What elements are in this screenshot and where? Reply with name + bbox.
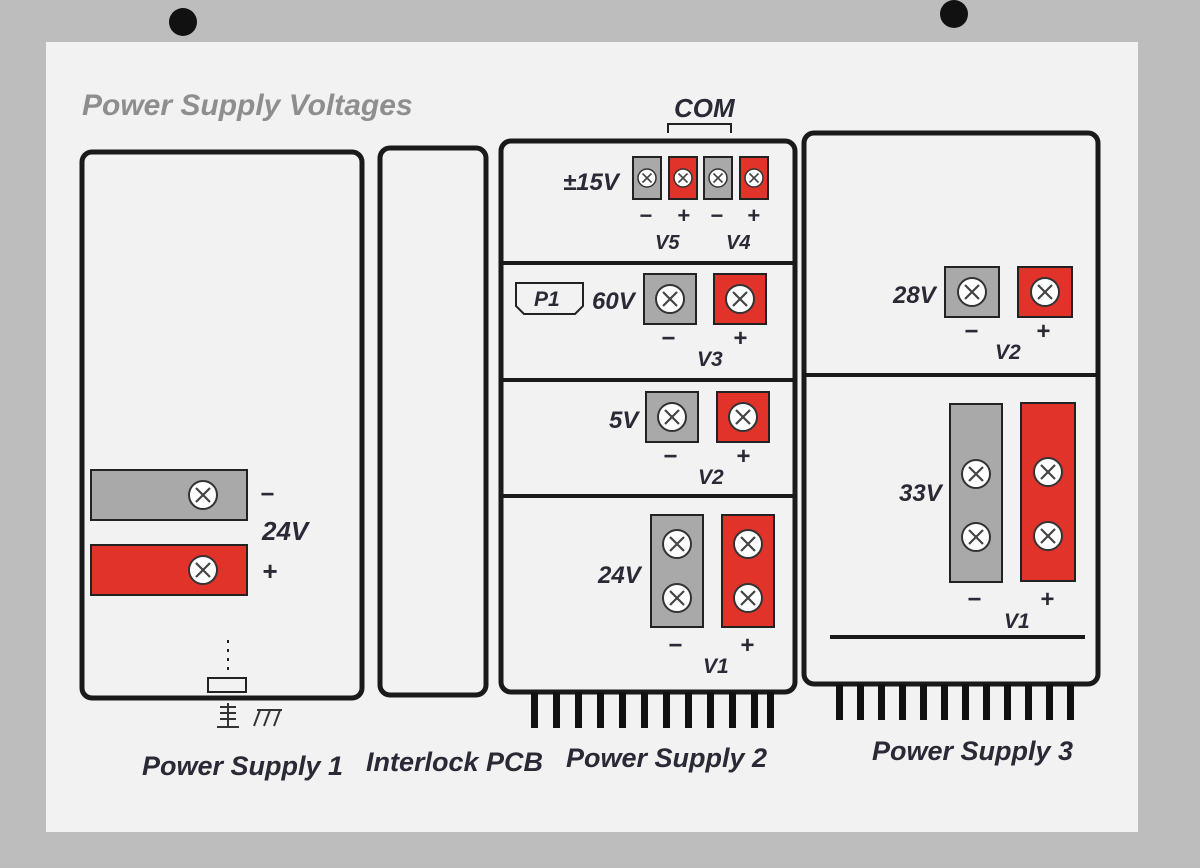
v4-label: V4: [726, 232, 750, 254]
screw-icon: [187, 554, 219, 586]
screw-icon: [187, 479, 219, 511]
ps1-voltage-label: 24V: [261, 516, 311, 546]
minus-sign: −: [639, 203, 652, 228]
ps1-plus-sign: +: [262, 556, 277, 586]
plus-sign: +: [740, 632, 754, 659]
v2-negative-terminal: [645, 391, 699, 443]
screw-icon: [960, 521, 992, 553]
mounting-hole: [169, 8, 197, 36]
power-supply-1-diagram: − 24V + Power Supply 1: [79, 149, 365, 781]
ps2-name: Power Supply 2: [566, 743, 767, 773]
ps2-5v-label: 5V: [609, 407, 640, 434]
screw-icon: [960, 458, 992, 490]
ps2-edge-connector: [531, 692, 774, 728]
v1-label: V1: [703, 655, 729, 678]
minus-sign: −: [661, 325, 675, 352]
screw-icon: [732, 582, 764, 614]
screw-icon: [1032, 520, 1064, 552]
interlock-name: Interlock PCB: [366, 747, 543, 777]
p1-label: P1: [534, 288, 560, 311]
plus-sign: +: [1036, 318, 1050, 345]
v2-label: V2: [698, 466, 724, 489]
screw-icon: [1032, 456, 1064, 488]
v5-label: V5: [655, 232, 680, 254]
minus-sign: −: [668, 632, 682, 659]
power-supply-2-diagram: COM ±15V − + − + V5 V4 P1 60V − + V3 5V: [498, 93, 798, 773]
ps2-15v-label: ±15V: [563, 169, 621, 196]
minus-sign: −: [710, 203, 723, 228]
p1-connector: [515, 282, 584, 315]
ps1-negative-terminal: [90, 469, 248, 521]
screw-icon: [1029, 276, 1061, 308]
ps3-v1-positive-terminal: [1020, 402, 1076, 582]
minus-sign: −: [964, 318, 978, 345]
plus-sign: +: [677, 203, 690, 228]
minus-sign: −: [967, 586, 981, 613]
power-supply-3-diagram: 28V − + V2 33V − + V1 Power Supply 3: [801, 130, 1101, 766]
ps3-28v-label: 28V: [892, 282, 938, 309]
screw-icon: [673, 168, 693, 188]
ps3-name: Power Supply 3: [872, 736, 1073, 766]
screw-icon: [654, 283, 686, 315]
plus-sign: +: [733, 325, 747, 352]
com-bracket: [667, 123, 732, 133]
plus-sign: +: [1040, 586, 1054, 613]
com-label: COM: [674, 93, 736, 123]
plus-sign: +: [747, 203, 760, 228]
ps2-60v-label: 60V: [592, 288, 637, 315]
screw-icon: [656, 401, 688, 433]
chassis-ground-icon: [253, 709, 282, 727]
minus-sign: −: [663, 443, 677, 470]
ps3-edge-connector: [836, 684, 1074, 720]
screw-icon: [708, 168, 728, 188]
screw-icon: [727, 401, 759, 433]
v3-label: V3: [697, 348, 723, 371]
screw-icon: [661, 528, 693, 560]
screw-icon: [724, 283, 756, 315]
screw-icon: [956, 276, 988, 308]
ps1-name: Power Supply 1: [142, 751, 343, 781]
screw-icon: [732, 528, 764, 560]
ps2-24v-label: 24V: [597, 562, 643, 589]
mounting-hole: [940, 0, 968, 28]
ps1-minus-sign: −: [260, 481, 274, 508]
screw-icon: [637, 168, 657, 188]
ps1-positive-terminal: [90, 544, 248, 596]
ps3-v2-label: V2: [995, 341, 1021, 364]
ground-screw-icon: [217, 703, 239, 728]
screw-icon: [744, 168, 764, 188]
ps3-33v-label: 33V: [899, 480, 944, 507]
panel-title: Power Supply Voltages: [82, 89, 413, 122]
ps3-v1-negative-terminal: [949, 403, 1003, 583]
interlock-pcb-diagram: Interlock PCB: [366, 145, 543, 777]
plus-sign: +: [736, 443, 750, 470]
ps3-v1-label: V1: [1004, 610, 1030, 633]
screw-icon: [661, 582, 693, 614]
ground-connector: [207, 677, 247, 693]
